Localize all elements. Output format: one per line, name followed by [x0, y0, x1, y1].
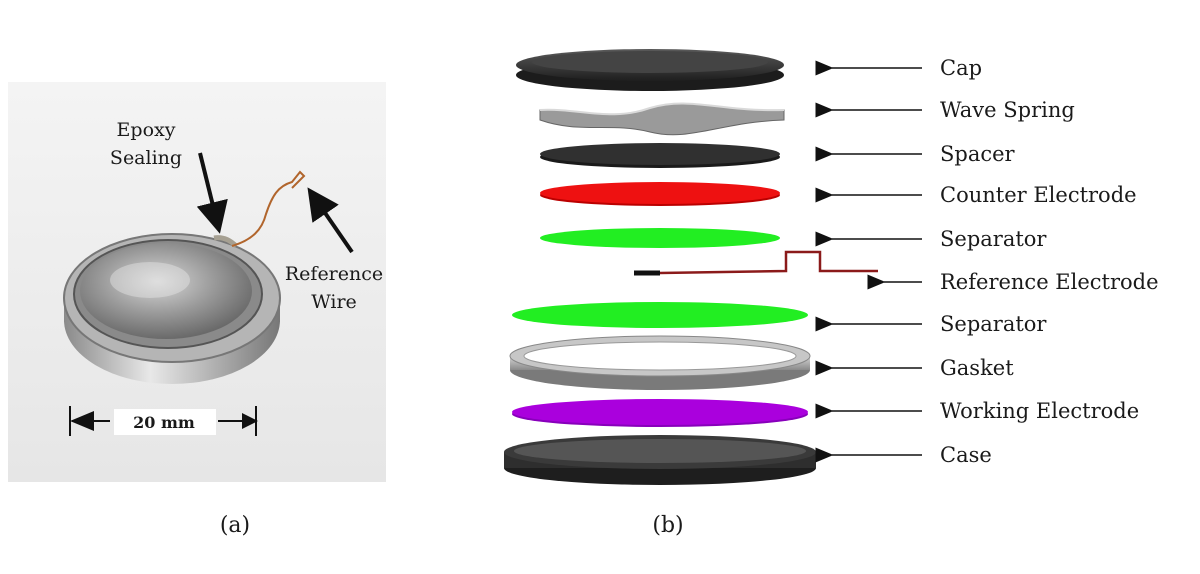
label-cap: Cap [815, 56, 982, 80]
label-spacer: Spacer [815, 142, 1016, 166]
svg-text:Gasket: Gasket [940, 356, 1014, 380]
epoxy-label-line2: Sealing [110, 147, 182, 169]
wire-arrow [307, 187, 354, 254]
epoxy-label-line1: Epoxy [117, 119, 176, 141]
layer-wave-spring [539, 102, 785, 136]
wire-label-line1: Reference [285, 263, 383, 285]
label-working-electrode: Working Electrode [815, 399, 1139, 423]
wire-label-line2: Wire [311, 291, 357, 313]
svg-text:Cap: Cap [940, 56, 982, 80]
svg-text:Spacer: Spacer [940, 142, 1016, 166]
label-reference-electrode: Reference Electrode [867, 270, 1159, 294]
coin-cell-photo [63, 233, 281, 384]
layer-separator-lower [512, 302, 808, 328]
label-counter-electrode: Counter Electrode [815, 183, 1137, 207]
label-separator-upper: Separator [815, 227, 1047, 251]
label-case: Case [815, 443, 992, 467]
svg-text:Separator: Separator [940, 312, 1047, 336]
svg-text:Case: Case [940, 443, 992, 467]
svg-text:Separator: Separator [940, 227, 1047, 251]
label-separator-lower: Separator [815, 312, 1047, 336]
layer-counter-electrode [540, 182, 780, 206]
label-wave-spring: Wave Spring [815, 98, 1075, 122]
layer-separator-upper [540, 228, 780, 248]
scale-bar-label: 20 mm [133, 413, 195, 432]
panel-b: Cap Wave Spring Spacer Counter Electrode… [504, 49, 1159, 538]
layer-cap [516, 49, 784, 91]
svg-text:Reference Electrode: Reference Electrode [940, 270, 1159, 294]
layer-reference-electrode [634, 250, 878, 276]
layer-case [504, 435, 816, 485]
svg-text:Wave Spring: Wave Spring [940, 98, 1075, 122]
caption-b: (b) [652, 513, 683, 538]
panel-a: Epoxy Sealing Reference Wire 20 mm (a) [8, 82, 386, 538]
reference-wire [231, 170, 306, 247]
scale-bar: 20 mm [69, 406, 258, 436]
caption-a: (a) [220, 513, 250, 538]
epoxy-arrow [196, 152, 228, 234]
svg-text:Counter Electrode: Counter Electrode [940, 183, 1137, 207]
svg-text:Working Electrode: Working Electrode [940, 399, 1139, 423]
layer-gasket [509, 335, 811, 390]
layer-working-electrode [512, 399, 808, 427]
label-gasket: Gasket [815, 356, 1014, 380]
layer-spacer [540, 143, 780, 168]
